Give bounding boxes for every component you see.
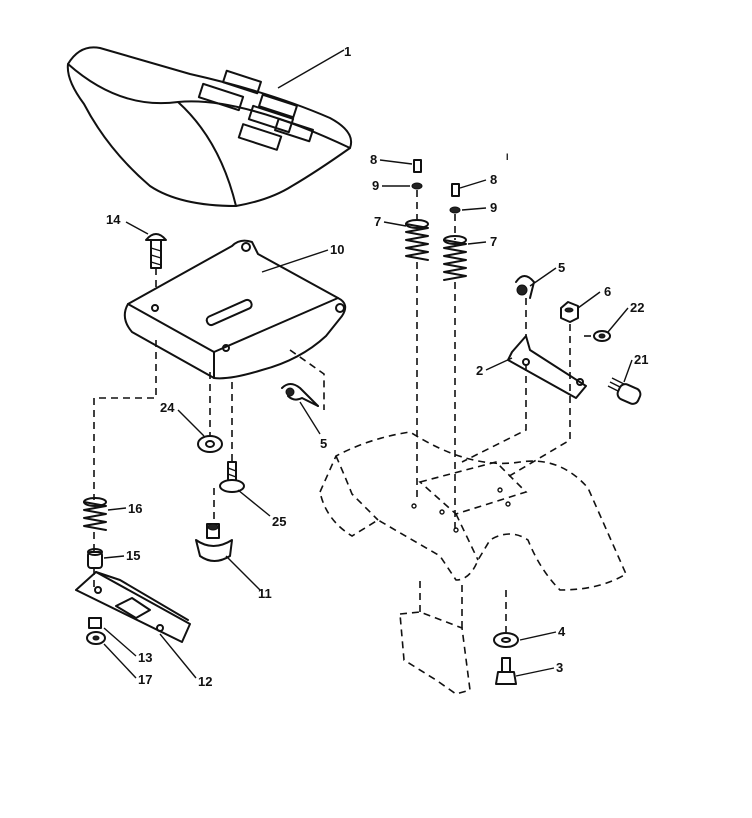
callout-14: 14 bbox=[106, 212, 121, 227]
lock-nut-part bbox=[560, 301, 579, 323]
callout-21: 21 bbox=[634, 352, 648, 367]
callout-15: 15 bbox=[126, 548, 140, 563]
callout-labels: 1 14 10 24 5 16 15 25 11 13 17 12 8 9 7 … bbox=[106, 44, 648, 689]
hex-nut-part bbox=[86, 617, 106, 645]
callout-3: 3 bbox=[556, 660, 563, 675]
callout-4: 4 bbox=[558, 624, 566, 639]
stray-mark: I bbox=[506, 152, 509, 162]
leader-lines bbox=[103, 49, 633, 679]
callout-10: 10 bbox=[330, 242, 344, 257]
shoulder-bolt-part bbox=[219, 461, 245, 493]
callout-9-left: 9 bbox=[372, 178, 379, 193]
spring-bolt-assembly-left bbox=[405, 159, 429, 261]
callout-12: 12 bbox=[198, 674, 212, 689]
callout-8-left: 8 bbox=[370, 152, 377, 167]
seat-pan-part bbox=[123, 239, 347, 380]
seat-spring-part bbox=[83, 497, 107, 531]
callout-13: 13 bbox=[138, 650, 152, 665]
callout-2: 2 bbox=[476, 363, 483, 378]
adjusting-knob-part bbox=[607, 377, 642, 405]
flat-washer-part bbox=[493, 632, 519, 648]
washer-part bbox=[197, 435, 223, 453]
callout-7-left: 7 bbox=[374, 214, 381, 229]
callout-5-left: 5 bbox=[320, 436, 327, 451]
hairpin-clip-part-right bbox=[515, 275, 535, 299]
assembly-centerlines bbox=[93, 190, 592, 632]
hairpin-clip-part bbox=[281, 383, 319, 407]
seat-part bbox=[66, 46, 352, 207]
callout-6: 6 bbox=[604, 284, 611, 299]
pivot-bracket-part bbox=[507, 335, 587, 399]
star-washer-part bbox=[593, 330, 611, 342]
callout-8-right: 8 bbox=[490, 172, 497, 187]
callout-17: 17 bbox=[138, 672, 152, 687]
callout-16: 16 bbox=[128, 501, 142, 516]
callout-22: 22 bbox=[630, 300, 644, 315]
bushing-part bbox=[87, 548, 103, 569]
callout-1: 1 bbox=[344, 44, 351, 59]
callout-11: 11 bbox=[258, 586, 272, 601]
frame-outline bbox=[319, 431, 628, 695]
slide-bracket-part bbox=[75, 571, 191, 643]
callout-24: 24 bbox=[160, 400, 175, 415]
callout-7-right: 7 bbox=[490, 234, 497, 249]
callout-25: 25 bbox=[272, 514, 286, 529]
callout-9-right: 9 bbox=[490, 200, 497, 215]
adjustment-knob-part bbox=[195, 523, 233, 562]
spring-bolt-assembly-right bbox=[443, 183, 467, 281]
carriage-bolt-part bbox=[145, 233, 167, 269]
hex-bolt-part bbox=[495, 657, 517, 685]
callout-5-right: 5 bbox=[558, 260, 565, 275]
